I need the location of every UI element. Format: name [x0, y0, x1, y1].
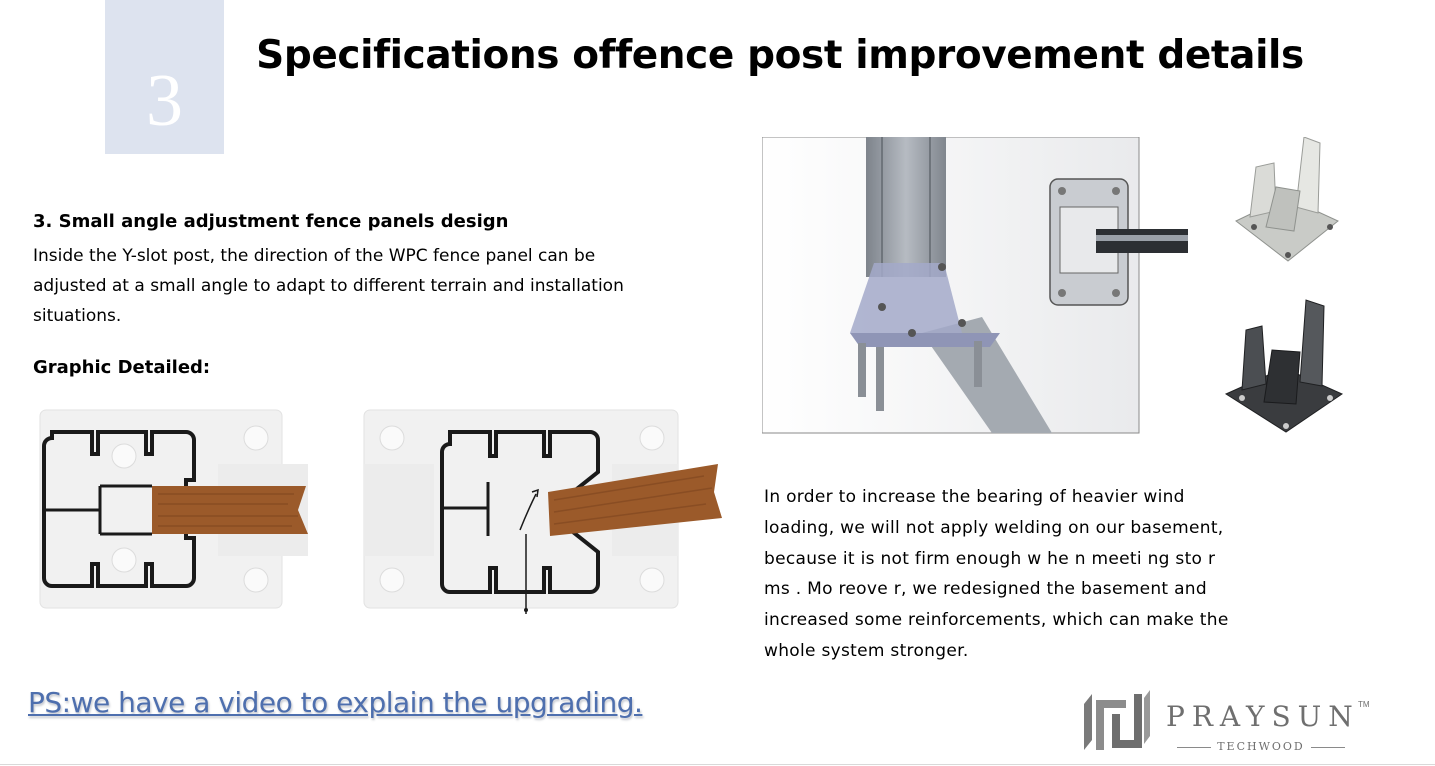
- section-heading: 3. Small angle adjustment fence panels d…: [33, 211, 509, 232]
- section-body: Inside the Y-slot post, the direction of…: [33, 246, 624, 326]
- base-bracket-white: [1235, 137, 1339, 262]
- graphic-label: Graphic Detailed:: [33, 357, 211, 378]
- slide-number-tile: 3: [105, 0, 224, 154]
- slide-number: 3: [146, 60, 183, 142]
- post-section-diagram-angled: [363, 409, 722, 614]
- praysun-logo-icon: [1084, 690, 1150, 750]
- base-improvement-description: In order to increase the bearing of heav…: [764, 487, 1229, 661]
- post-section-diagram-straight: [39, 409, 308, 609]
- trademark-mark: TM: [1358, 700, 1370, 709]
- post-base-render: [762, 137, 1188, 434]
- video-link[interactable]: PS:we have a video to explain the upgrad…: [28, 686, 643, 719]
- slide-title: Specifications offence post improvement …: [256, 33, 1304, 78]
- bottom-divider: [0, 764, 1435, 765]
- brand-name: PRAYSUN: [1166, 700, 1360, 733]
- base-bracket-black: [1224, 299, 1344, 433]
- brand-subtitle: TECHWOOD: [1166, 740, 1356, 753]
